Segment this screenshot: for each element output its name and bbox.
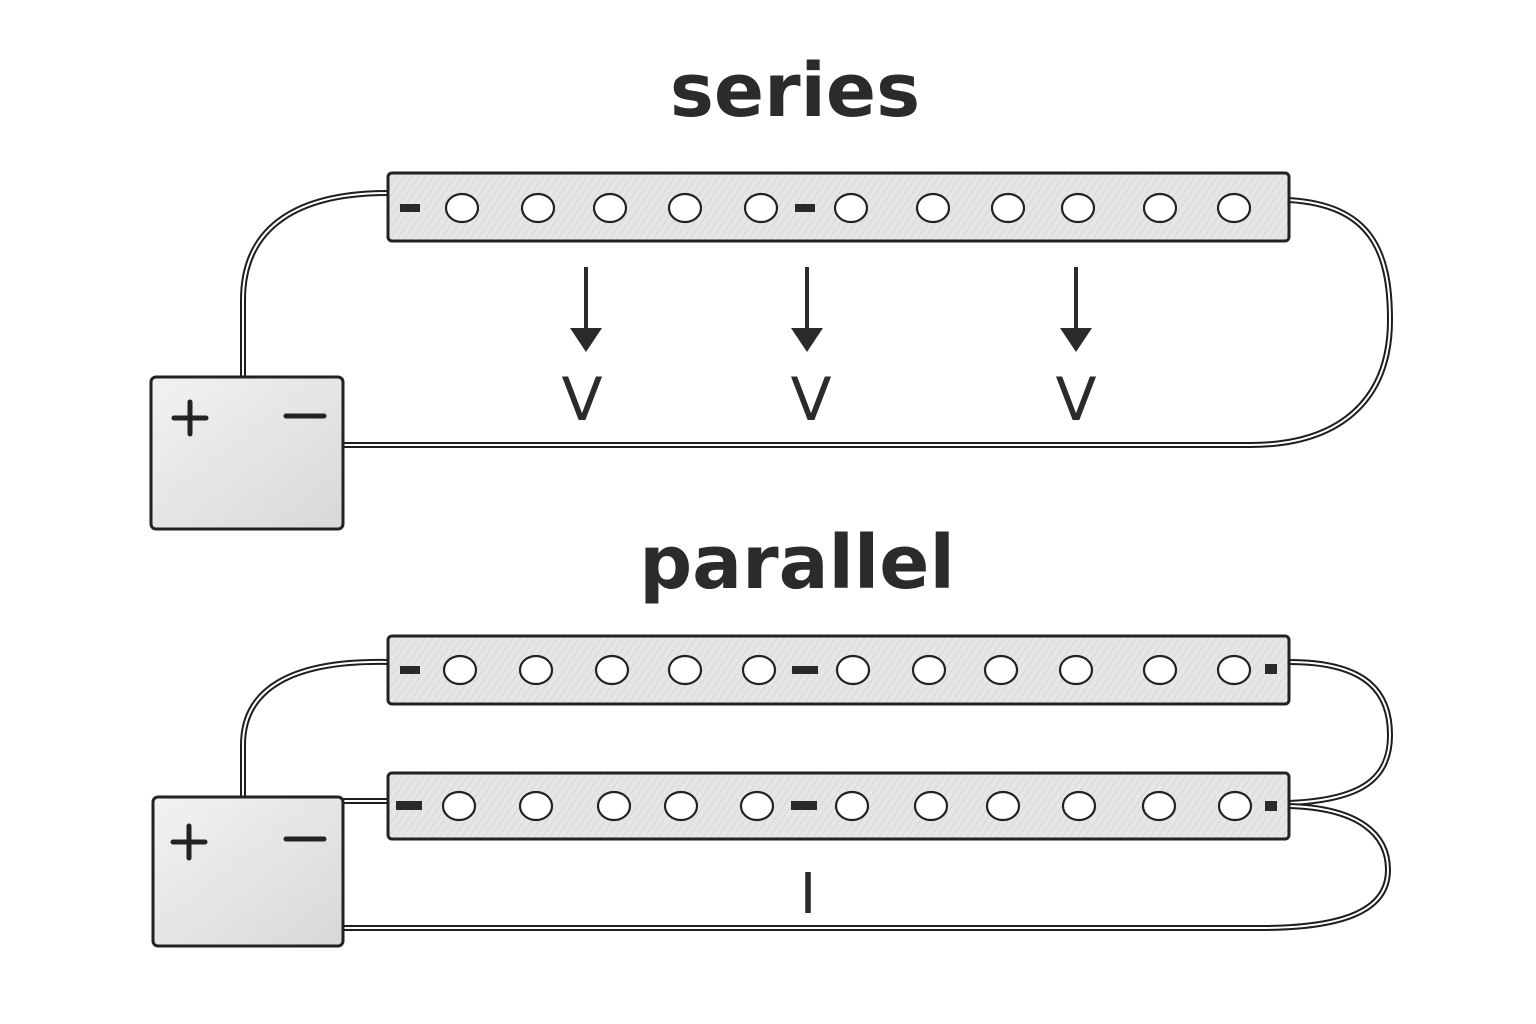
led [1061,790,1097,822]
led [743,192,779,224]
voltage-label: V [561,365,602,435]
led [594,654,630,686]
led [1141,790,1177,822]
battery-plus-terminal [170,823,208,861]
led [835,654,871,686]
led [520,192,556,224]
led [1142,654,1178,686]
battery-body [151,795,345,948]
led [1142,192,1178,224]
led [667,654,703,686]
strip-minus-marker [400,666,420,674]
led [592,192,628,224]
led [667,192,703,224]
led [518,654,554,686]
led [1217,790,1253,822]
strip-minus-marker [396,801,422,810]
voltage-drop-arrows [570,267,1092,352]
battery-plus-terminal [171,399,209,437]
led [834,790,870,822]
led [983,654,1019,686]
led [739,790,775,822]
strip-minus-marker [400,204,420,212]
series-wires [240,190,1393,448]
strip-minus-marker [795,204,815,212]
led [913,790,949,822]
led [1060,192,1096,224]
series-battery [149,375,345,531]
led [911,654,947,686]
voltage-arrow [791,267,823,352]
strip-end-pad [1265,801,1277,811]
led [596,790,632,822]
current-label: I [800,862,817,927]
led [441,790,477,822]
led [915,192,951,224]
led-row [441,790,1253,822]
strip-minus-marker [791,801,817,810]
led [741,654,777,686]
led-row [444,192,1252,224]
voltage-label: V [1055,365,1096,435]
parallel-led-strip-bottom [386,771,1291,841]
parallel-led-strip-top [386,634,1291,706]
led [1216,192,1252,224]
led [833,192,869,224]
led [1216,654,1252,686]
led-row [442,654,1252,686]
led [518,790,554,822]
parallel-battery [151,795,345,948]
led [442,654,478,686]
series-led-strip [386,171,1291,243]
strip-end-pad [1265,664,1277,674]
parallel-wires [240,658,1393,931]
strip-minus-marker [792,666,818,674]
led [985,790,1021,822]
led [1058,654,1094,686]
voltage-arrow [570,267,602,352]
led [444,192,480,224]
series-title: series [670,48,920,134]
parallel-title: parallel [639,520,955,606]
led [663,790,699,822]
battery-body [149,375,345,531]
led [990,192,1026,224]
voltage-label: V [790,365,831,435]
voltage-arrow [1060,267,1092,352]
